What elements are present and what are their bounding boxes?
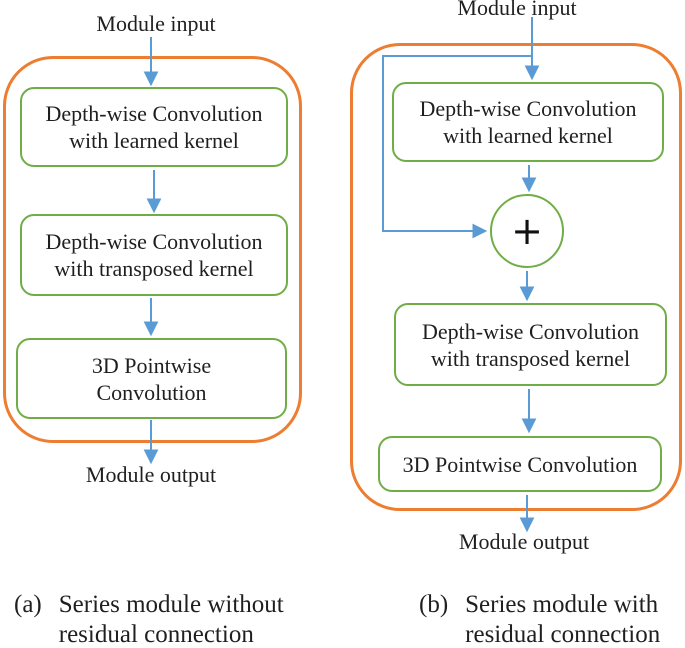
- residual-add-operator: +: [490, 194, 564, 268]
- pointwise-conv-box-a: 3D Pointwise Convolution: [16, 338, 287, 419]
- caption-b-text: Series module with residual connection: [465, 591, 661, 648]
- depthwise-transposed-box-a: Depth-wise Convolution with transposed k…: [20, 214, 288, 296]
- caption-a-marker: (a): [14, 591, 42, 618]
- module-frame-a: [3, 56, 302, 443]
- module-output-label-b: Module output: [458, 529, 590, 554]
- module-input-label-a: Module input: [96, 11, 216, 36]
- caption-a-text: Series module without residual connectio…: [58, 591, 284, 648]
- caption-b: (b) Series module with residual connecti…: [419, 590, 660, 648]
- caption-b-marker: (b): [419, 591, 449, 618]
- depthwise-learned-box-a: Depth-wise Convolution with learned kern…: [20, 87, 288, 167]
- depthwise-learned-box-b: Depth-wise Convolution with learned kern…: [392, 82, 664, 162]
- module-input-label-b: Module input: [457, 0, 577, 20]
- caption-a: (a) Series module without residual conne…: [14, 590, 284, 648]
- module-output-label-a: Module output: [85, 462, 217, 487]
- module-frame-b: [350, 43, 682, 511]
- depthwise-transposed-box-b: Depth-wise Convolution with transposed k…: [394, 303, 667, 386]
- pointwise-conv-box-b: 3D Pointwise Convolution: [378, 436, 662, 492]
